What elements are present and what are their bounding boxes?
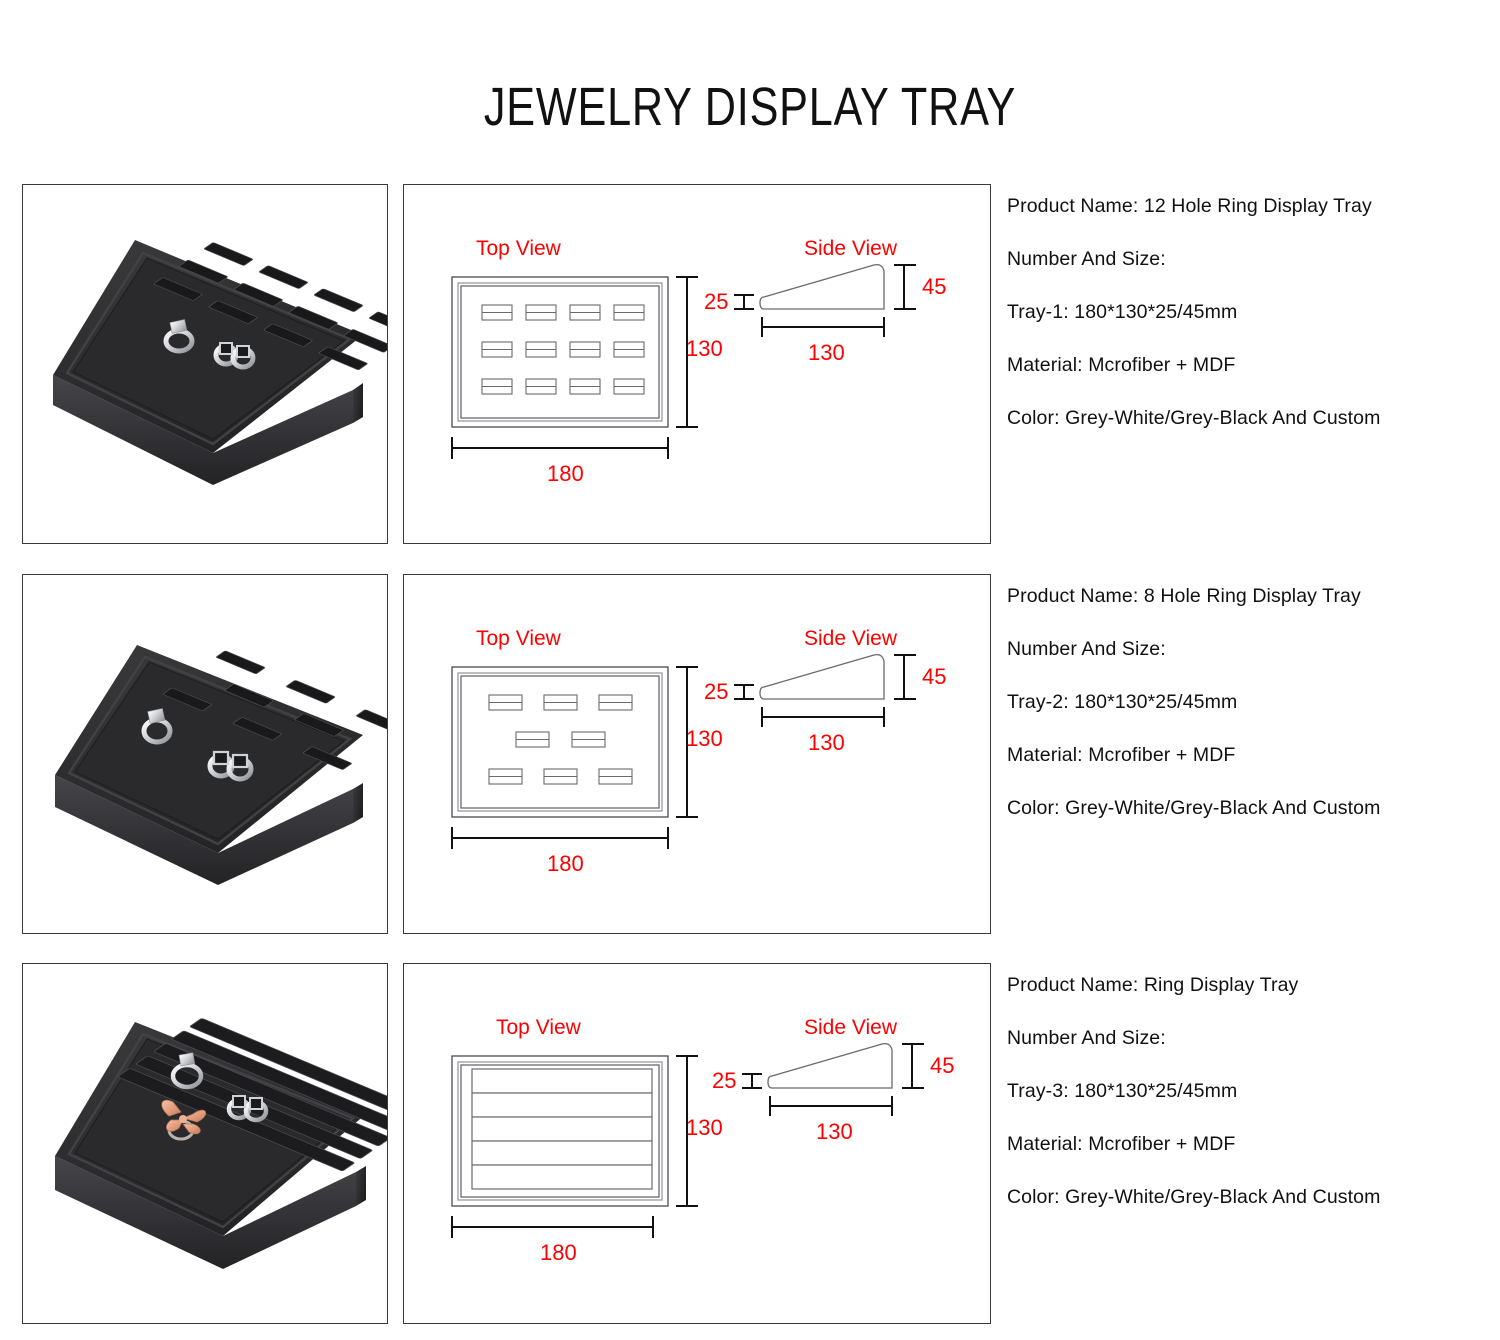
page-title: JEWELRY DISPLAY TRAY [483,77,1017,137]
technical-drawing-panel: Top View Side View [403,574,991,934]
ring-double-band [213,342,256,370]
dim-side-high-45: 45 [922,664,947,689]
ring-double-band [207,750,254,782]
drawing-svg-8-hole [451,653,916,849]
dim-side-high-45: 45 [930,1053,955,1078]
dim-side-length-130: 130 [816,1119,853,1144]
dim-depth-130: 130 [686,1115,723,1140]
product-spec-panel: Product Name: 12 Hole Ring Display Tray … [1007,194,1477,430]
tray-photo-svg [55,645,387,885]
dim-side-low-25: 25 [704,679,729,704]
dim-width-180: 180 [547,461,584,486]
ring-butterfly [161,1099,206,1141]
spec-color: Color: Grey-White/Grey-Black And Custom [1007,797,1381,819]
spec-product-name: Product Name: 12 Hole Ring Display Tray [1007,195,1372,217]
product-photo-panel [22,963,388,1324]
top-view-label: Top View [496,1016,581,1039]
ring-solitaire [141,708,173,745]
spec-number-size: Number And Size: [1007,248,1166,270]
spec-color: Color: Grey-White/Grey-Black And Custom [1007,407,1381,429]
dim-depth-130: 130 [686,336,723,361]
side-view-label: Side View [804,627,898,650]
drawing-svg-bar-slots [451,1042,924,1238]
spec-number-size: Number And Size: [1007,1027,1166,1049]
dim-side-length-130: 130 [808,340,845,365]
spec-material: Material: Mcrofiber + MDF [1007,1133,1236,1155]
dim-side-length-130: 130 [808,730,845,755]
spec-product-name: Product Name: 8 Hole Ring Display Tray [1007,585,1361,607]
spec-color: Color: Grey-White/Grey-Black And Custom [1007,1186,1381,1208]
spec-tray-size: Tray-2: 180*130*25/45mm [1007,691,1238,713]
side-view-label: Side View [804,237,898,260]
dim-depth-130: 130 [686,726,723,751]
tray-photo-svg [55,1018,387,1269]
tray-photo-12-hole [23,185,387,543]
spec-product-name: Product Name: Ring Display Tray [1007,974,1299,996]
dim-side-low-25: 25 [704,289,729,314]
tray-photo-8-hole [23,575,387,933]
product-photo-panel [22,574,388,934]
tray-photo-bar-slots [23,964,387,1323]
top-view-label: Top View [476,627,561,650]
dim-side-low-25: 25 [712,1068,737,1093]
spec-material: Material: Mcrofiber + MDF [1007,744,1236,766]
ring-double-band [226,1095,269,1123]
product-photo-panel [22,184,388,544]
spec-number-size: Number And Size: [1007,638,1166,660]
dim-width-180: 180 [547,851,584,876]
top-view-label: Top View [476,237,561,260]
product-spec-panel: Product Name: Ring Display Tray Number A… [1007,973,1477,1209]
ring-solitaire [170,1052,204,1090]
technical-drawing-panel: Top View Side View [403,963,991,1324]
dim-width-180: 180 [540,1240,577,1265]
spec-material: Material: Mcrofiber + MDF [1007,354,1236,376]
ring-solitaire [163,319,195,354]
spec-tray-size: Tray-1: 180*130*25/45mm [1007,301,1238,323]
product-spec-panel: Product Name: 8 Hole Ring Display Tray N… [1007,584,1477,820]
side-view-label: Side View [804,1016,898,1039]
drawing-svg-12-hole [451,263,916,459]
spec-tray-size: Tray-3: 180*130*25/45mm [1007,1080,1238,1102]
technical-drawing-panel: Top View Side View [403,184,991,544]
tray-photo-svg [53,240,387,485]
dim-side-high-45: 45 [922,274,947,299]
